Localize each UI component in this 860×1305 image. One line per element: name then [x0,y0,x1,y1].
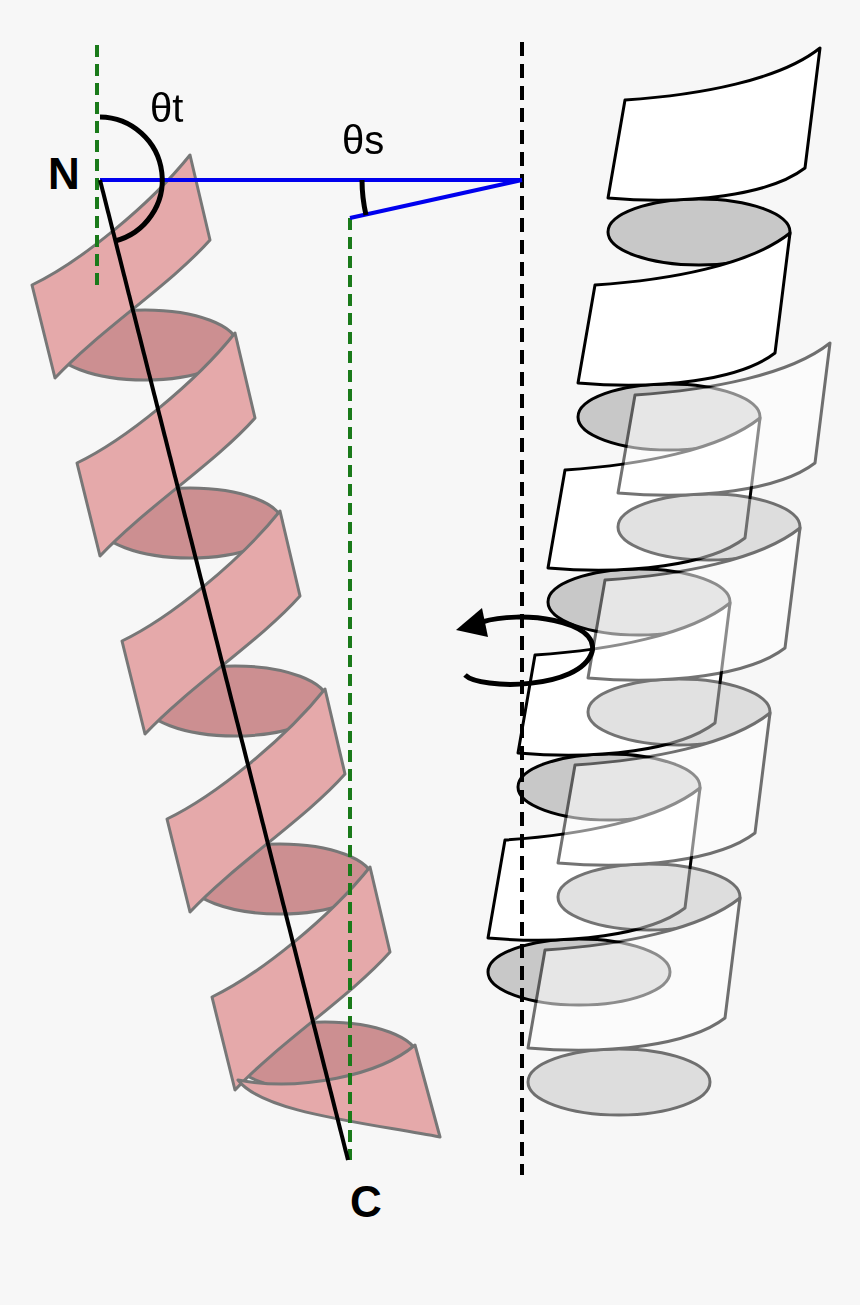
gray-helix-back [528,343,830,1115]
rotation-axis [520,42,524,1175]
helix-axis [100,180,348,1160]
vertical-reference [348,218,352,1160]
terminus-label: C [350,1180,382,1224]
terminus-label: N [48,152,80,196]
red-helix [32,155,440,1137]
angle-label: θs [342,120,384,160]
arrow-head [456,608,488,637]
angle-arc [362,180,366,215]
gray-helix-front [488,48,820,1005]
radial-line [350,180,522,218]
vertical-reference [95,45,99,290]
angle-arc [100,117,162,241]
angle-label: θt [150,88,183,128]
